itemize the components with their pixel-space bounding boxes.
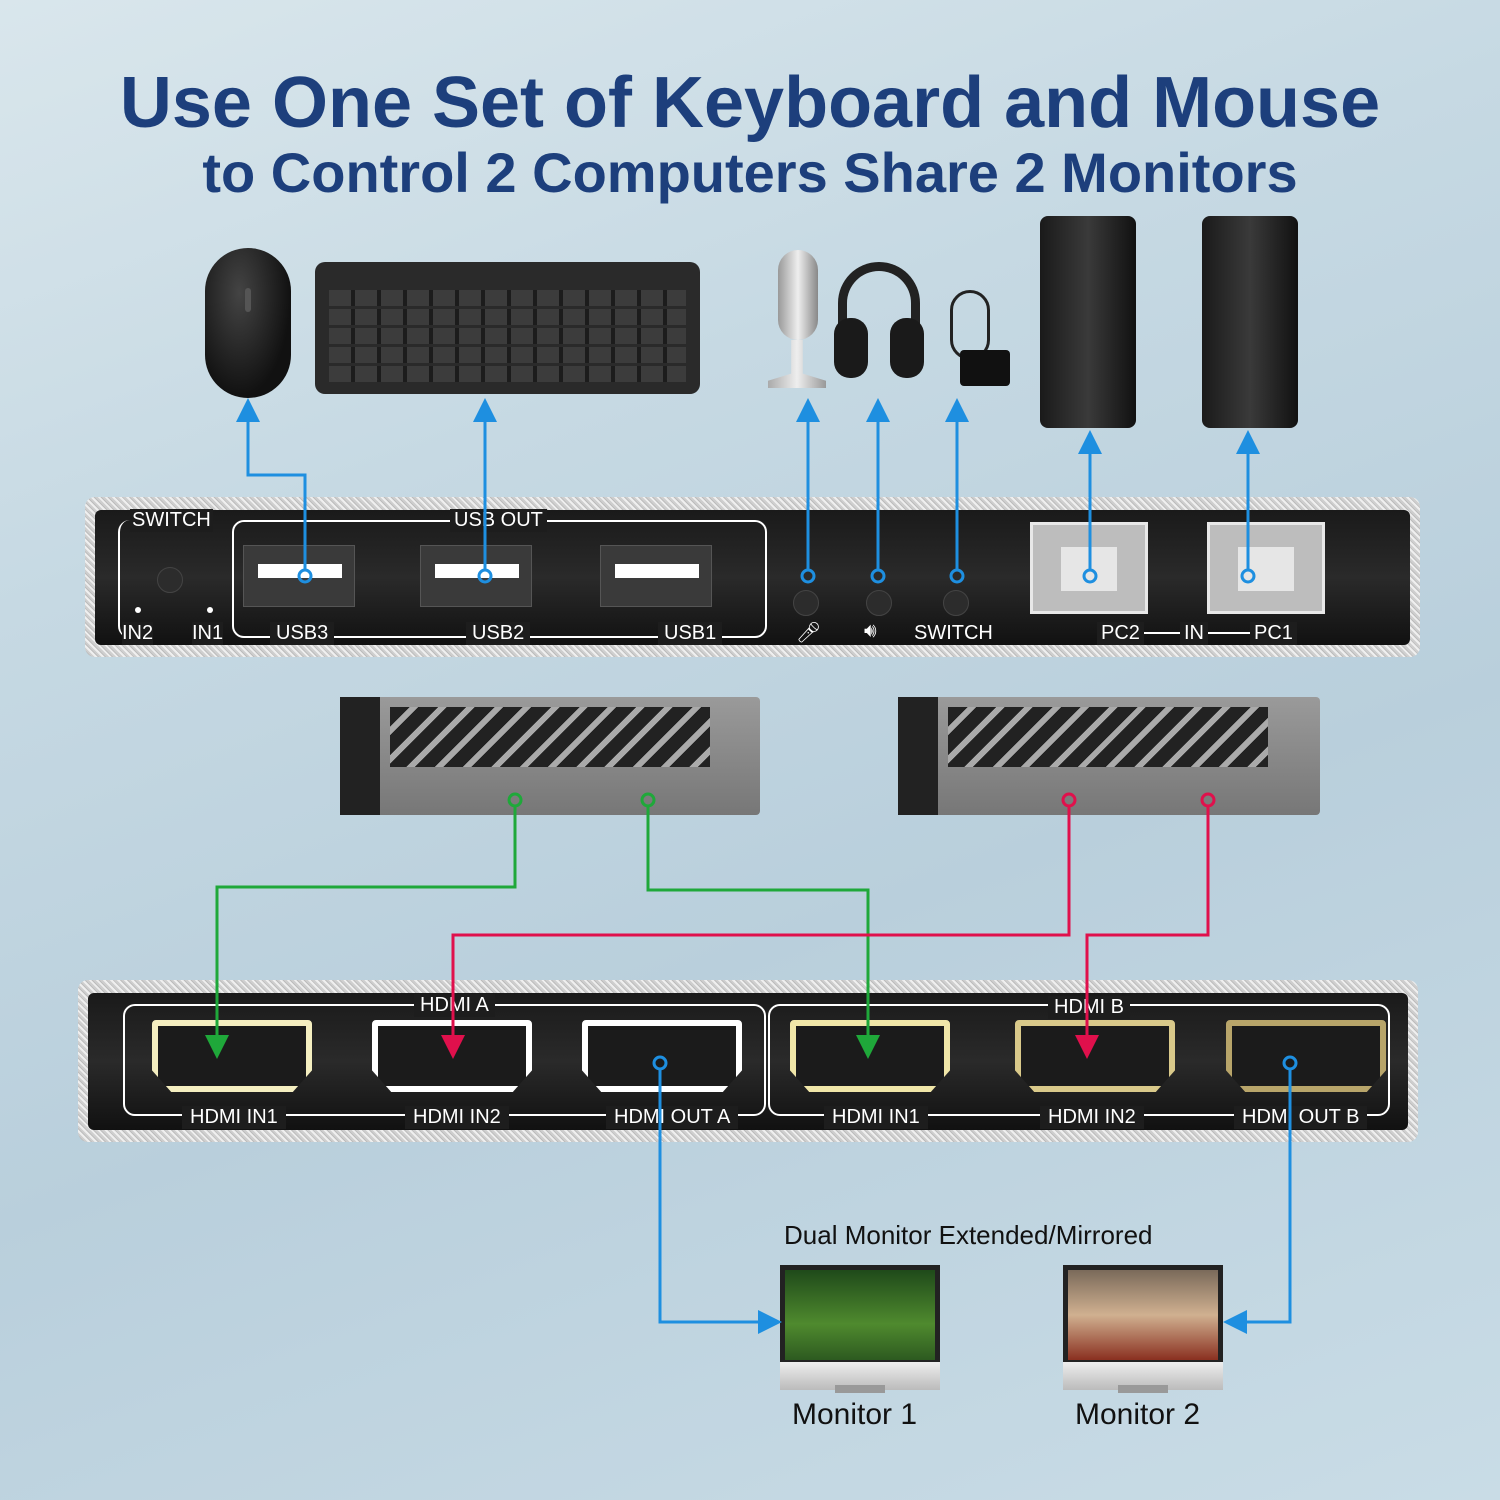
usb3-label: USB3 — [270, 622, 335, 645]
monitor-1-label: Monitor 1 — [792, 1398, 918, 1431]
switch-port-label: SWITCH — [914, 622, 993, 644]
pc2-hdmi1-line — [441, 805, 1071, 1059]
in2-label: IN2 — [122, 622, 154, 645]
pc-tower-icon — [1202, 216, 1298, 428]
microphone-icon: 🎤︎ — [796, 622, 822, 644]
switch-button[interactable] — [157, 567, 183, 593]
port-label: HDMI IN1 — [824, 1106, 928, 1129]
switch-jack[interactable] — [943, 590, 969, 616]
pc1-usb-b-port[interactable] — [1207, 522, 1325, 614]
monitor-2-label: Monitor 2 — [1075, 1398, 1201, 1431]
usb1-port[interactable] — [600, 545, 712, 607]
usb-out-label: USB OUT — [450, 509, 547, 532]
audio-jack[interactable] — [866, 590, 892, 616]
port-label: HDMI IN2 — [1040, 1106, 1144, 1129]
speaker-icon: 🔊︎ — [864, 620, 877, 642]
headphones-icon — [834, 262, 924, 380]
port-label: HDMI IN2 — [405, 1106, 509, 1129]
usb3-port[interactable] — [243, 545, 355, 607]
out-b-line — [1223, 1068, 1292, 1334]
graphics-card-pc2 — [898, 697, 1320, 815]
pc2-label: PC2 — [1097, 622, 1144, 645]
footswitch-icon — [940, 290, 1012, 390]
in1-label: IN1 — [192, 622, 224, 645]
monitor-caption: Dual Monitor Extended/Mirrored — [784, 1220, 1153, 1250]
hdmi-b-out-port[interactable] — [1226, 1020, 1386, 1092]
title-line2: to Control 2 Computers Share 2 Monitors — [202, 141, 1298, 204]
in-label: IN — [1180, 622, 1208, 645]
port-label: HDMI OUT A — [606, 1106, 739, 1129]
pc1-hdmi1-line — [205, 805, 517, 1059]
usb1-label: USB1 — [658, 622, 723, 645]
switch-label: SWITCH — [130, 509, 213, 532]
led-in2 — [135, 607, 141, 613]
usb2-port[interactable] — [420, 545, 532, 607]
graphics-card-pc1 — [340, 697, 760, 815]
mouse-icon — [205, 248, 291, 398]
port-label: HDMI IN1 — [182, 1106, 286, 1129]
usb2-label: USB2 — [466, 622, 531, 645]
out-a-line — [658, 1068, 782, 1334]
pc-tower-icon — [1040, 216, 1136, 428]
pc1-label: PC1 — [1250, 622, 1297, 645]
microphone-icon — [778, 250, 818, 340]
hdmi-b-label: HDMI B — [1048, 996, 1130, 1019]
mouse-line — [236, 398, 307, 571]
keyboard-icon — [315, 262, 700, 394]
title-line1: Use One Set of Keyboard and Mouse — [119, 63, 1381, 143]
led-in1 — [207, 607, 213, 613]
mic-jack[interactable] — [793, 590, 819, 616]
hdmi-a-in1-port[interactable] — [152, 1020, 312, 1092]
port-label: HDMI OUT B — [1234, 1106, 1368, 1129]
monitor-1 — [780, 1265, 940, 1365]
pc2-hdmi2-line — [1075, 805, 1210, 1059]
pc1-hdmi2-line — [646, 805, 880, 1059]
